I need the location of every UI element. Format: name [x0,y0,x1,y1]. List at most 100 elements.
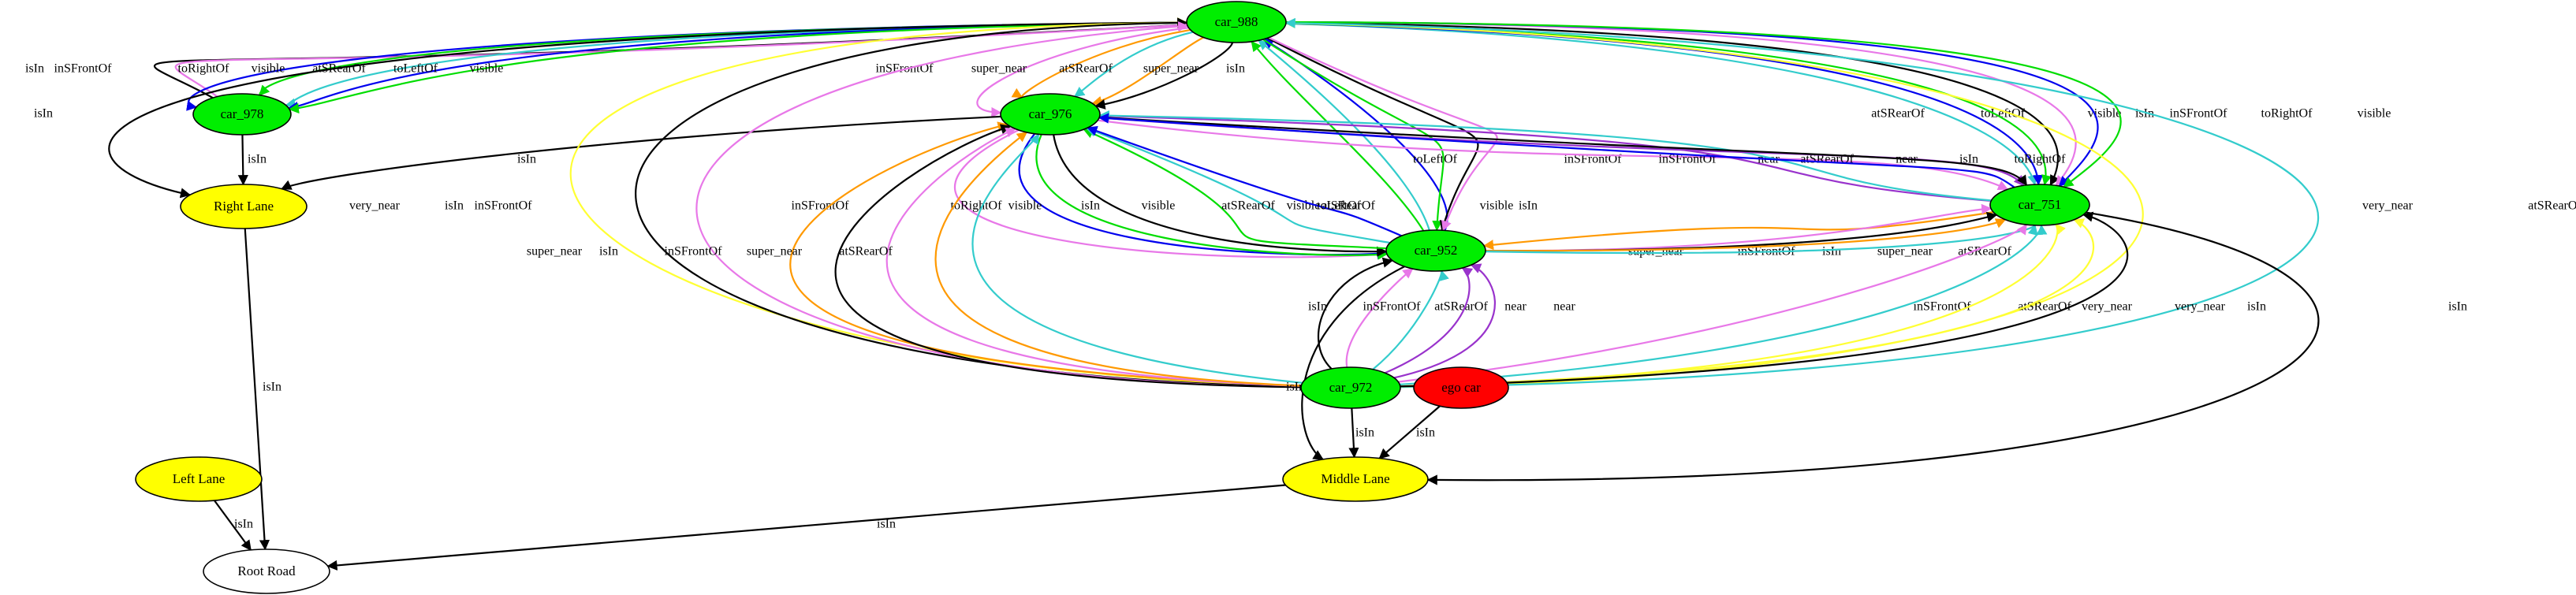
edge-car_988-car_976: isIn [1094,42,1245,110]
edge-line [287,21,1187,113]
edge-car_978-right_lane: isIn [237,134,267,186]
edge-car_972-car_976: isIn [599,124,1302,389]
node-ellipse [1282,456,1429,502]
edge-line [1266,37,1479,232]
edge-line [1372,270,1449,370]
edge-line [971,133,1303,384]
edge-line [695,21,1302,389]
edge-label: atSRearOf [1958,245,2011,258]
edge-car_976-car_952: toRightOf [951,133,1388,259]
edge-label: toLeftOf [1413,153,1458,166]
edge-label: inSFrontOf [665,245,723,258]
edge-line [1085,126,1390,244]
edge-line [1485,224,2038,255]
edge-car_988-car_978: visible [288,21,1187,114]
node-ego-car: ego car [1413,366,1509,409]
edge-label: visible [1008,199,1042,213]
edge-line [1091,36,1204,106]
edge-label: atSRearOf [839,245,893,258]
edge-line [1035,134,1389,260]
edge-label: super_near [1143,62,1199,76]
edge-car_972-car_988: very_near [1284,18,2414,389]
edge-line [1285,21,2060,186]
edge-car_972-car_952: near [1385,267,1527,374]
edge-label: visible [2088,107,2122,121]
edge-line [1098,113,2015,188]
edge-car_972-car_751: inSFrontOf [1398,223,2027,383]
edge-car_988-car_751: visible [1285,20,2391,188]
edge-car_952-car_976: atSRearOf [1085,126,1390,244]
edge-line [285,21,1187,109]
edge-label: isIn [1822,245,1841,258]
edge-line [1098,110,1992,203]
edge-label: isIn [2247,300,2266,314]
node-ellipse [1989,184,2090,226]
node-label: Left Lane [173,471,226,486]
edge-line [635,17,1302,388]
node-ellipse [135,456,263,502]
edge-label: atSRearOf [1871,107,1925,121]
edge-line [789,121,1302,387]
edge-line [1393,263,1496,379]
edge-label: very_near [2082,300,2133,314]
edge-car_988-car_751: atSRearOf [1285,22,2038,186]
edge-car_972-car_988: inSFrontOf [475,21,1302,389]
edge-line [1284,17,2319,389]
edge-car_972-car_988: very_near [349,17,1302,388]
edge-car_988-car_976: atSRearOf [1059,31,1194,98]
node-ellipse [1413,366,1509,409]
edge-label: inSFrontOf [1363,300,1422,314]
edge-label: isIn [599,245,618,258]
edge-label: toLeftOf [1981,107,2026,121]
edge-line [326,484,1286,571]
edge-car_972-car_976: super_near [747,132,1302,387]
edge-label: visible [252,62,285,76]
node-car-976: car_976 [1000,93,1101,136]
edge-label: isIn [25,62,44,76]
edge-car_972-middle_lane: isIn [1348,407,1374,459]
edge-label: near [1553,300,1575,314]
edge-label: isIn [1959,153,1978,166]
edge-line [108,21,1187,199]
edge-car_751-car_976: atSRearOf [1098,110,1992,202]
edge-label: isIn [248,153,267,166]
edge-ego_car-middle_lane: isIn [1378,405,1441,459]
edge-car_976-car_952: visible [1008,134,1389,260]
edge-label: isIn [517,153,536,166]
edge-car_952-car_976: visible [1083,128,1387,250]
edge-line [1345,268,1414,368]
edge-car_976-car_952: inSFrontOf [792,129,1389,260]
edge-label: isIn [877,518,896,531]
edge-line [1485,218,2007,252]
node-label: car_978 [221,106,264,121]
edge-line [1400,218,2095,388]
edge-car_978-car_988: inSFrontOf [54,20,1188,98]
edge-car_952-middle_lane: isIn [1286,266,1405,460]
edge-line [1268,36,1498,232]
edge-car_972-car_952: isIn [1308,257,1394,370]
edge-right_lane-root_road: isIn [244,228,281,551]
edge-label: super_near [971,62,1027,76]
edge-car_972-car_751: isIn [1400,211,2266,388]
edge-label: very_near [2362,199,2414,213]
edge-line [1083,128,1387,250]
edge-car_952-car_751: super_near [1485,218,2007,258]
edge-label: isIn [2448,300,2467,314]
edge-line [885,127,1302,387]
edge-line [1400,224,2048,385]
edge-line [1398,223,2027,383]
edge-car_972-car_976: super_near [527,121,1302,387]
node-label: Middle Lane [1321,471,1389,486]
edge-line [1378,405,1441,459]
edge-line [1485,203,1993,252]
edge-car_751-middle_lane: isIn [1426,211,2467,485]
edge-label: inSFrontOf [2170,107,2228,121]
edge-line [1285,20,2122,188]
edge-label: isIn [1286,381,1305,394]
edge-label: very_near [349,199,401,213]
edge-label: atSRearOf [1059,62,1113,76]
edge-label: atSRearOf [1221,199,1275,213]
